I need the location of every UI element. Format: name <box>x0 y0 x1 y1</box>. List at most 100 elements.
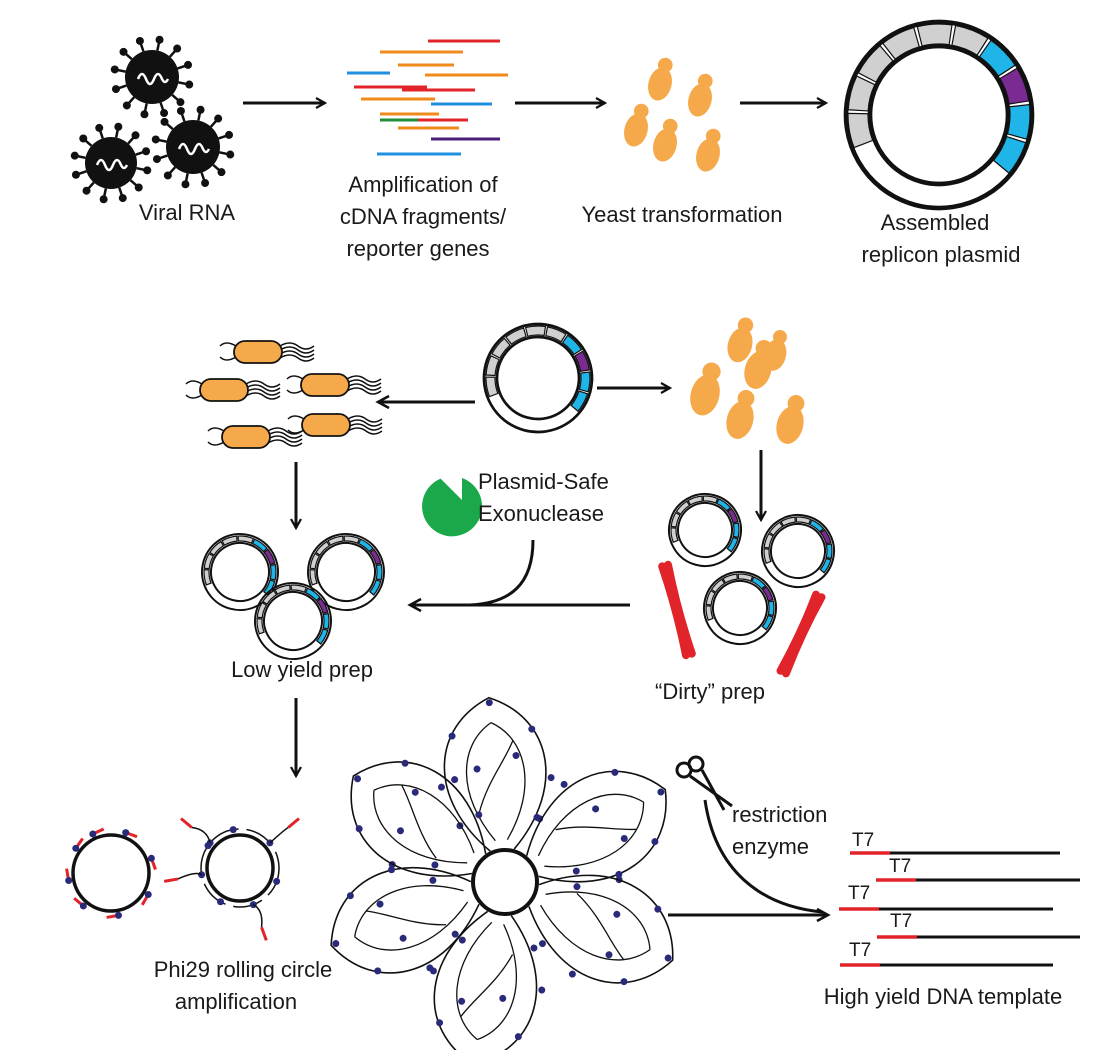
restriction-label-line1: restriction <box>732 802 828 827</box>
viral-rna-label: Viral RNA <box>138 200 236 225</box>
polymerase-dot <box>651 838 659 846</box>
polymerase-dot <box>89 830 97 838</box>
yeast-cell-icon <box>624 103 649 147</box>
t7-label-5: T7 <box>849 940 872 961</box>
virus-icon <box>70 122 152 204</box>
yeast-cell-icon <box>763 330 787 371</box>
flower-petal <box>528 867 674 986</box>
scissors-icon <box>675 755 733 811</box>
chromosome-group <box>658 560 826 678</box>
polymerase-dot <box>426 964 434 972</box>
nascent-strand <box>200 828 280 908</box>
low-yield-plasmid <box>307 533 385 611</box>
cdna-fragments-group <box>347 39 508 156</box>
dna-template-lines <box>839 851 1080 967</box>
polymerase-dot <box>547 774 555 782</box>
flower-petal <box>525 768 667 891</box>
low-yield-plasmid <box>201 533 279 611</box>
polymerase-dot <box>229 826 237 834</box>
polymerase-dot <box>538 940 546 948</box>
low-yield-label: Low yield prep <box>231 657 373 682</box>
polymerase-dot <box>620 835 628 843</box>
t7-label-2: T7 <box>889 856 912 877</box>
yeast-cell-icon <box>696 128 721 172</box>
polymerase-dot <box>512 752 520 760</box>
arrow-restriction-curve <box>703 799 823 914</box>
polymerase-dot <box>388 866 396 874</box>
polymerase-dot <box>376 900 384 908</box>
flower-petal <box>429 910 546 1055</box>
plasmid-icon <box>843 19 1035 211</box>
bacteria-icon <box>185 378 281 402</box>
plasmid-icon <box>668 493 742 567</box>
plasmid-icon <box>201 533 279 611</box>
plasmid-icon <box>307 533 385 611</box>
yeast-transformation-label: Yeast transformation <box>581 202 783 227</box>
polymerase-dot <box>592 805 600 813</box>
t7-label-4: T7 <box>890 911 913 932</box>
polymerase-dot <box>354 775 362 783</box>
primer-mark <box>287 817 300 829</box>
polymerase-dot <box>399 934 407 942</box>
polymerase-dot <box>499 994 507 1002</box>
yeast-cell-icon <box>726 390 755 439</box>
yeast-cell-icon <box>776 395 805 444</box>
assembled-label-line2: replicon plasmid <box>861 242 1021 267</box>
chromosome-icon <box>658 560 696 660</box>
rolling-circle-stage2 <box>163 817 300 941</box>
flower-petal <box>437 696 555 852</box>
amplification-label-line2: cDNA fragments/ <box>339 204 507 229</box>
plasmid-safe-label-line1: Plasmid-Safe <box>478 469 609 494</box>
plasmid-safe-label-line2: Exonuclease <box>478 501 604 526</box>
bacteria-icon <box>286 373 382 397</box>
polymerase-dot <box>528 725 536 733</box>
polymerase-dot <box>533 813 541 821</box>
polymerase-dot <box>144 891 152 898</box>
polymerase-dot <box>620 978 628 986</box>
arrows <box>243 103 831 923</box>
polymerase-dot <box>431 861 439 869</box>
polymerase-dot <box>448 732 456 740</box>
t7-label-1: T7 <box>852 830 875 851</box>
dirty-prep-label: “Dirty” prep <box>654 679 766 704</box>
plasmid-icon <box>482 322 594 434</box>
strand-line <box>252 903 263 928</box>
polymerase-dot <box>436 1019 444 1027</box>
yeast-cell-icon <box>727 317 754 363</box>
flower-petal <box>350 759 487 884</box>
restriction-label-line2: enzyme <box>732 834 810 859</box>
polymerase-dot <box>65 876 73 884</box>
yeast-cell-icon <box>690 362 721 416</box>
strand-line <box>177 872 203 880</box>
bacteria-icon <box>219 340 315 364</box>
high-yield-label: High yield DNA template <box>823 984 1063 1009</box>
polymerase-dot <box>273 877 281 885</box>
rolling-circle-template <box>205 833 275 903</box>
primer-mark <box>260 926 268 941</box>
polymerase-dot <box>346 892 354 900</box>
polymerase-dot <box>114 911 122 919</box>
polymerase-dot <box>613 910 621 918</box>
strand-line <box>191 826 211 844</box>
yeast-group-middle <box>690 317 805 444</box>
polymerase-dot <box>122 829 130 837</box>
polymerase-dot <box>401 759 409 767</box>
plasmid-icon <box>761 514 835 588</box>
polymerase-dot <box>355 825 363 833</box>
plasmid-group <box>201 19 1035 660</box>
polymerase-dot <box>560 780 568 788</box>
rolling-circle-stage1 <box>65 827 157 919</box>
polymerase-dot <box>396 827 404 835</box>
polymerase-dot <box>514 1033 522 1041</box>
plasmid-icon <box>254 582 332 660</box>
bacteria-group <box>185 340 383 449</box>
source-plasmid <box>482 322 594 434</box>
phi29-label-line2: amplification <box>174 989 298 1014</box>
yeast-cell-icon <box>648 57 673 101</box>
bacteria-icon <box>207 425 303 449</box>
dirty-prep-plasmid <box>703 571 777 645</box>
bacteria-icon <box>287 413 383 437</box>
polymerase-dot <box>664 954 672 962</box>
flower-petal <box>330 861 480 975</box>
